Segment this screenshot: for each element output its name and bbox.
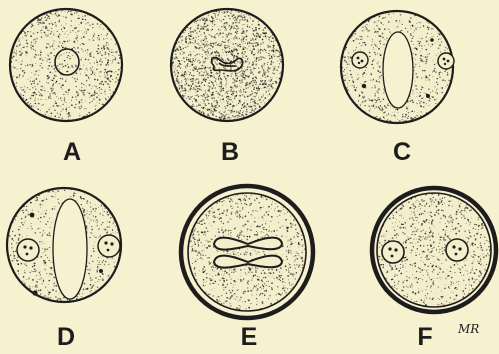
label-c: C [393,140,411,165]
cell-c-central-vacuole [383,32,413,108]
cell-a [10,9,123,121]
cell-c-nucleus-right [438,53,454,69]
cell-b [170,9,283,122]
label-a: A [63,140,81,165]
cell-d-nucleus-left [17,239,39,261]
label-e: E [241,325,258,350]
cell-c [341,11,454,123]
cell-d-nucleus-right [98,235,120,257]
label-d: D [57,325,75,350]
label-f: F [417,325,432,350]
artist-signature: MR [458,323,479,335]
cell-f [372,188,496,312]
cell-d [7,188,121,302]
cell-f-nucleus-left [382,241,404,263]
cell-f-nucleus-right [446,239,468,261]
cell-e [181,186,313,318]
label-b: B [221,140,239,165]
cell-d-central-vacuole [53,199,87,299]
cell-c-nucleus-left [352,52,368,68]
